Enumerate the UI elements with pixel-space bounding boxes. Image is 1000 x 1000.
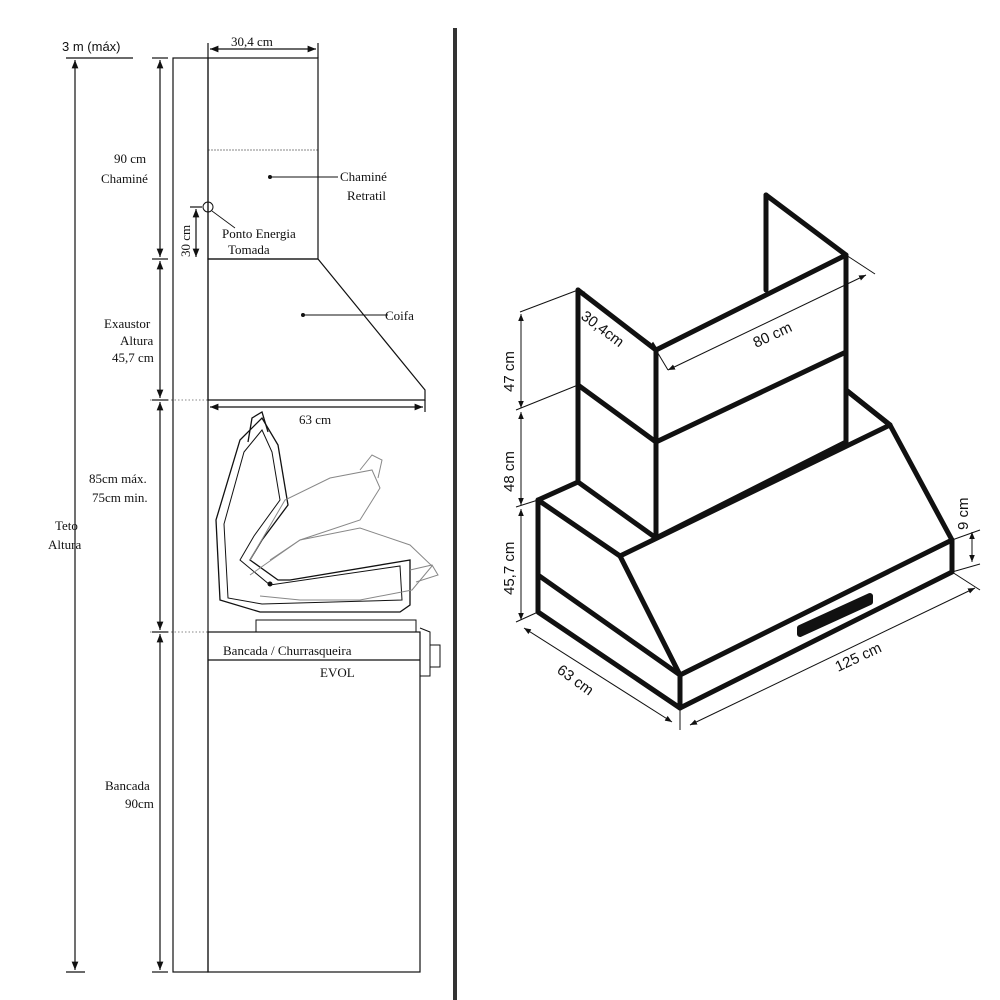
hood-front-slope — [617, 553, 683, 678]
ceiling-label-1: Teto — [55, 518, 78, 533]
top-width-label: 30,4 cm — [231, 34, 273, 49]
wall — [172, 57, 209, 973]
lower-chimney-base — [575, 479, 659, 541]
lower-chimney-height-label: 48 cm — [501, 451, 518, 492]
max-height-label: 3 m (máx) — [62, 39, 121, 54]
hood-height-label-1: Exaustor — [104, 316, 151, 331]
hood-depth-label: 63 cm — [299, 412, 331, 427]
grill-lid-ghost-3 — [359, 454, 383, 479]
hood-label: Coifa — [385, 308, 414, 323]
socket-height-label: 30 cm — [178, 225, 193, 257]
power-point-label-2: Tomada — [228, 242, 270, 257]
hood-height-label-2: Altura — [120, 333, 153, 348]
hood-right-slope — [887, 422, 955, 543]
grill-base — [255, 619, 417, 633]
counter-label-1: Bancada — [105, 778, 150, 793]
grill-lid-closed — [215, 416, 411, 613]
chimney-joint — [575, 349, 849, 445]
hood-right-edge — [843, 387, 893, 428]
grill-label-1: Bancada / Churrasqueira — [223, 643, 352, 658]
grill-lid-ghost-2 — [249, 527, 433, 601]
grill-label-2: EVOL — [320, 665, 355, 680]
clearance-label-1: 85cm máx. — [89, 471, 147, 486]
ceiling-label-2: Altura — [48, 537, 81, 552]
chimney-label-2: Chaminé — [101, 171, 148, 186]
grill-lid-ghost-1 — [249, 469, 381, 561]
power-point-label-1: Ponto Energia — [222, 226, 296, 241]
chimney-retractable-label-1: Chaminé — [340, 169, 387, 184]
counter — [207, 631, 421, 973]
hood-height-label: 45,7 cm — [501, 542, 518, 595]
power-point-leader — [211, 210, 236, 229]
chimney-depth-label: 30,4cm — [578, 308, 628, 351]
isometric-hood — [535, 192, 955, 711]
chimney-retractable-label-2: Retratil — [347, 188, 386, 203]
grill-handle — [247, 411, 269, 443]
upper-chimney-height-label: 47 cm — [501, 351, 518, 392]
lip-height-label: 9 cm — [955, 497, 972, 530]
chimney-label-1: 90 cm — [114, 151, 146, 166]
power-point — [202, 201, 214, 213]
grill-knob — [419, 627, 431, 677]
isometric-dimensions — [515, 254, 981, 730]
grill-lid-ghost-4 — [409, 564, 439, 583]
grill-pivot — [267, 581, 273, 587]
counter-label-2: 90cm — [125, 796, 154, 811]
chimney-width-label: 80 cm — [751, 319, 795, 352]
grill-lid-closed-inner — [223, 429, 403, 605]
width-label: 125 cm — [833, 639, 885, 675]
side-elevation — [66, 43, 441, 973]
depth-label: 63 cm — [554, 661, 597, 699]
isometric-labels: 30,4cm 80 cm 47 cm 48 cm 45,7 cm 9 cm 63… — [501, 308, 972, 700]
side-elevation-labels: 3 m (máx) 30,4 cm 90 cm Chaminé Chaminé … — [48, 34, 414, 811]
grill-knob-cap — [429, 644, 441, 668]
clearance-label-2: 75cm min. — [92, 490, 148, 505]
hood-height-label-3: 45,7 cm — [112, 350, 154, 365]
hood-outline — [207, 258, 426, 401]
